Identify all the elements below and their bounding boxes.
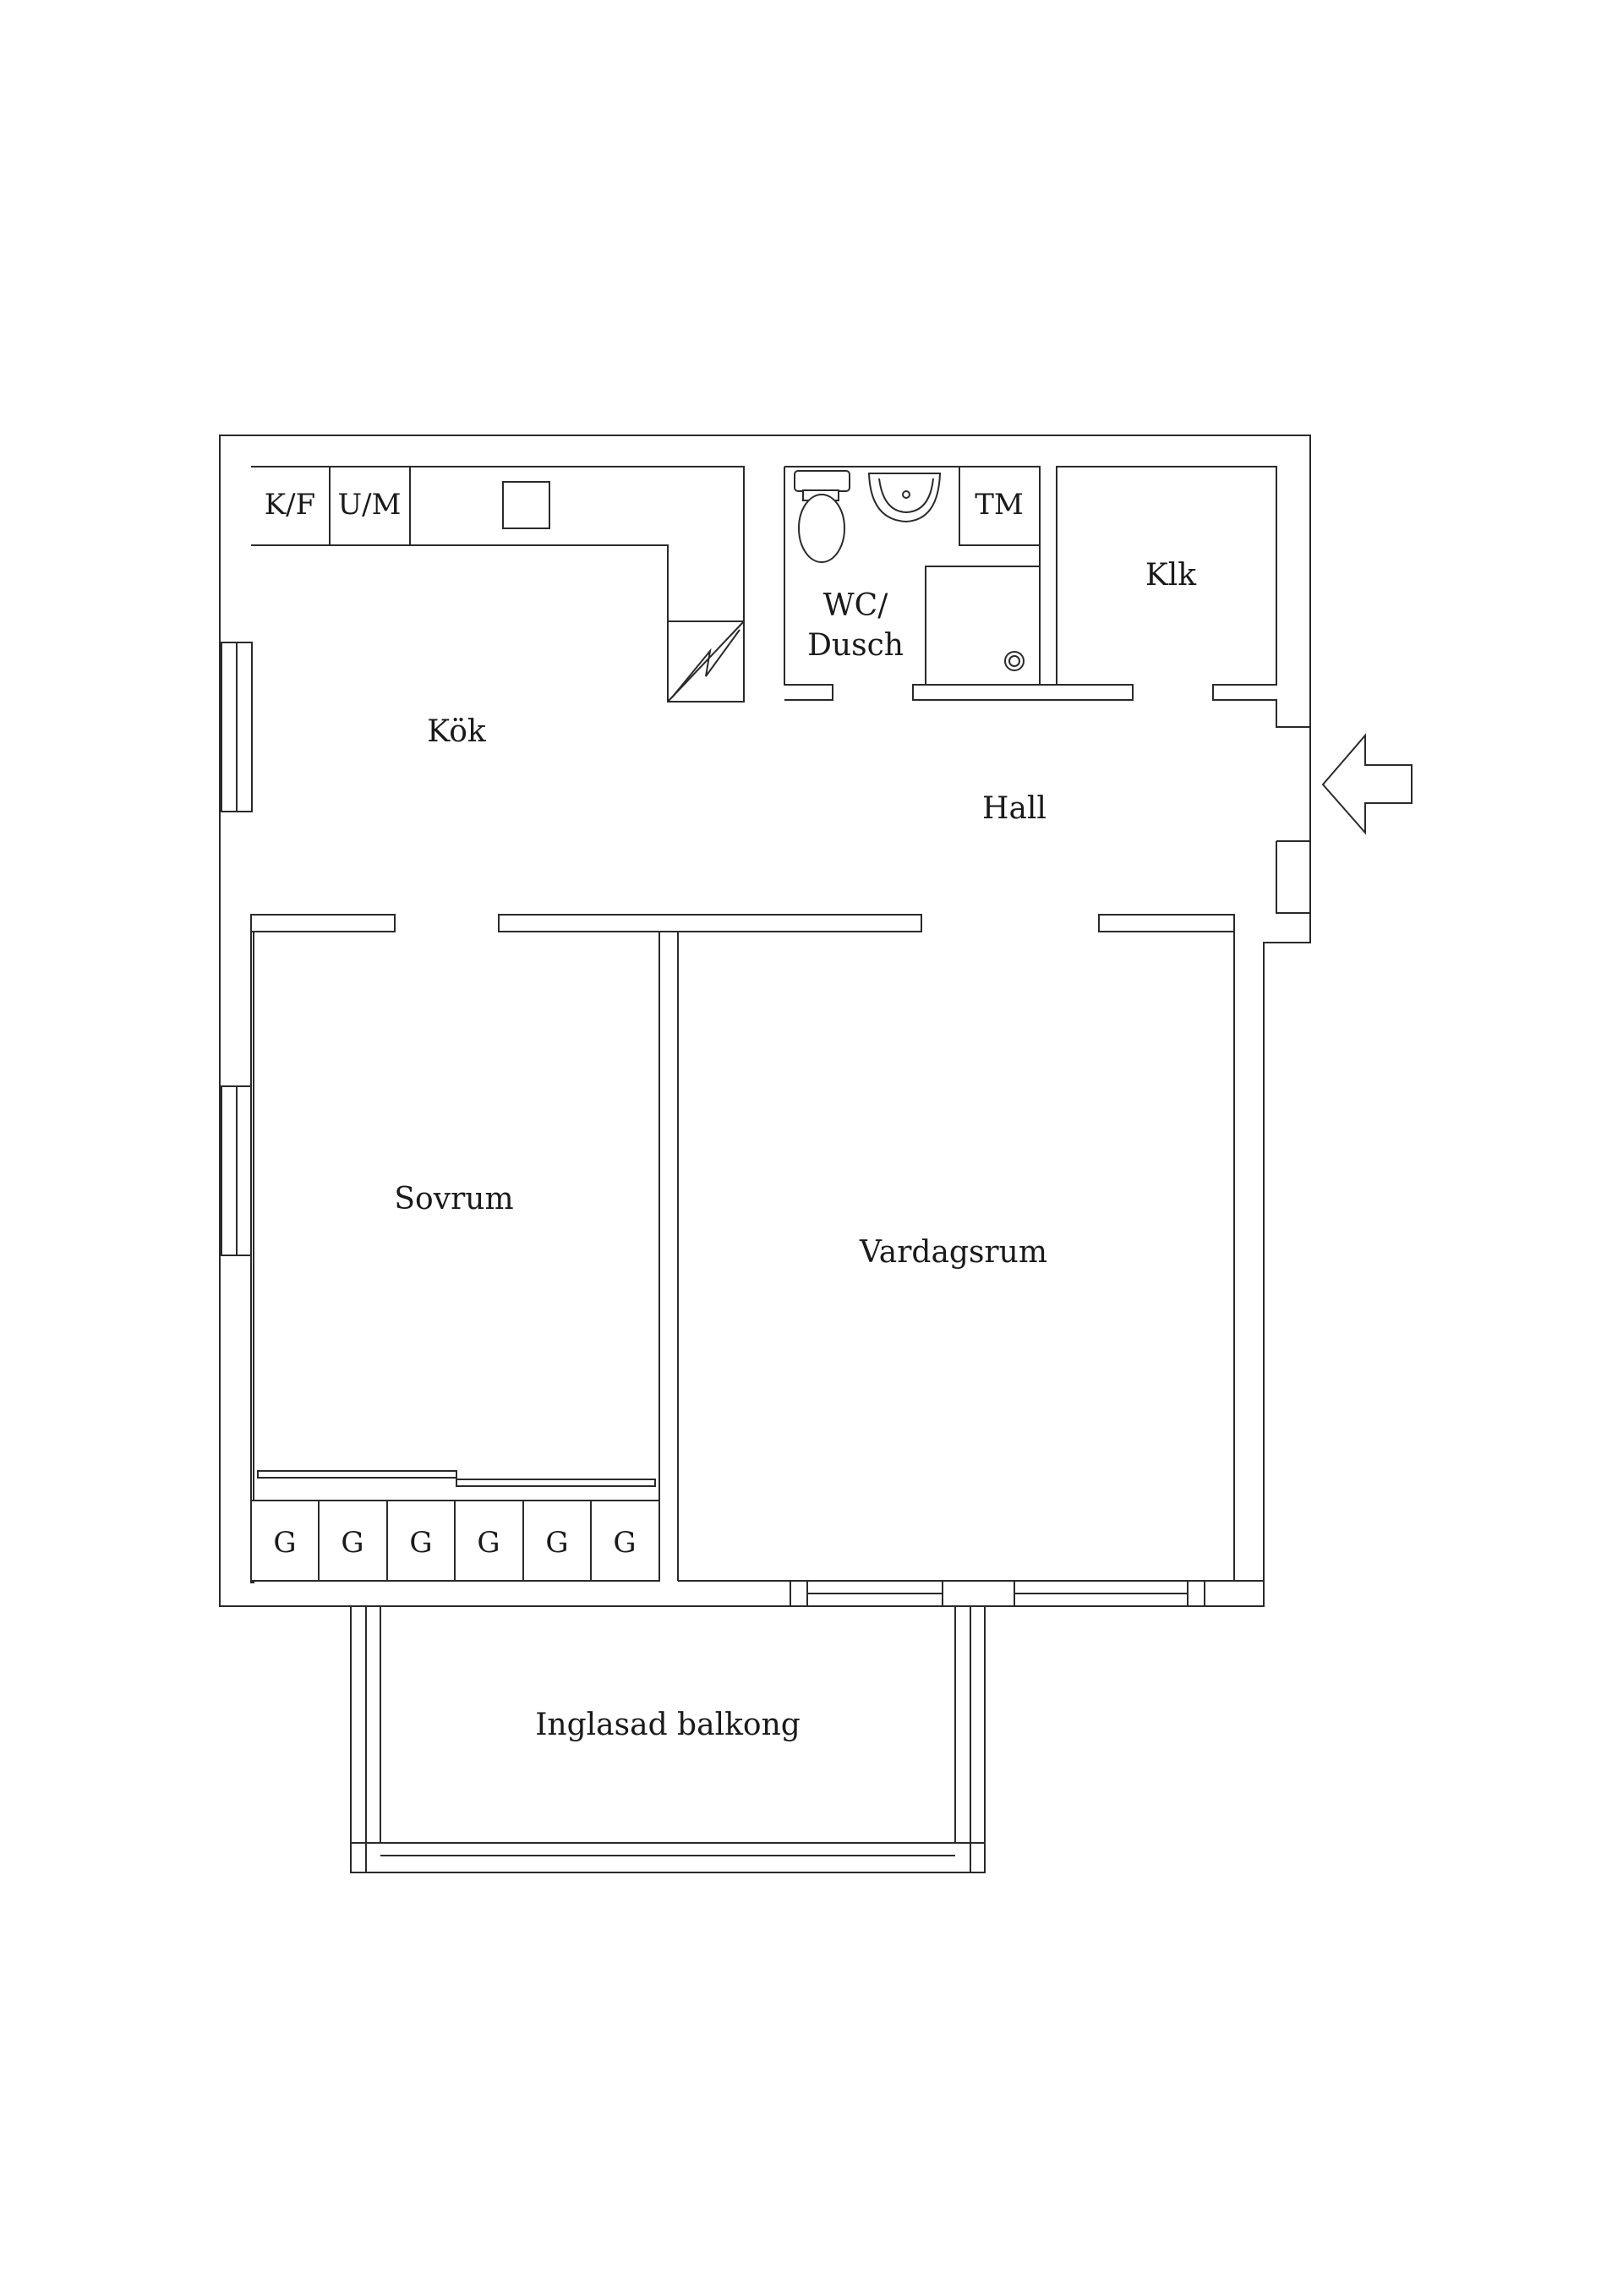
dryer-box	[959, 466, 1041, 546]
shower	[925, 566, 1041, 686]
entrance-recess	[1276, 726, 1310, 914]
fridge-freezer-label: K/F	[265, 488, 315, 522]
wall-kitchen-bedroom-right	[498, 914, 922, 932]
balcony	[350, 1606, 986, 1873]
wardrobe-doors	[257, 1470, 656, 1487]
outer-walls	[219, 435, 1311, 1607]
window-bedroom	[221, 1085, 253, 1256]
bathroom-walls	[784, 467, 833, 701]
wardrobe-row	[250, 1500, 660, 1582]
wardrobe-label: G	[545, 1526, 568, 1560]
balcony-door	[790, 1580, 1205, 1607]
room-label-bathroom-line2: Dusch	[807, 628, 904, 663]
stove-icon	[667, 620, 745, 702]
room-label-bathroom: WC/	[823, 588, 889, 623]
room-label-bedroom: Sovrum	[394, 1182, 513, 1216]
room-label-balcony: Inglasad balkong	[535, 1708, 801, 1742]
wardrobe-label: G	[613, 1526, 636, 1560]
wardrobe-label: G	[273, 1526, 296, 1560]
window-kitchen	[221, 642, 253, 812]
dishwasher-microwave-label: U/M	[338, 488, 402, 522]
wardrobe-label: G	[409, 1526, 432, 1560]
wall-hall-living	[1098, 914, 1235, 932]
room-label-closet: Klk	[1145, 558, 1197, 593]
entrance-arrow-icon	[1321, 733, 1413, 835]
shower-drain-icon	[1004, 651, 1025, 671]
bathroom-wall-right	[913, 466, 1310, 728]
sink-icon	[867, 473, 942, 523]
wardrobe-label: G	[341, 1526, 363, 1560]
wardrobe-label: G	[477, 1526, 500, 1560]
dryer-label: TM	[975, 488, 1024, 522]
wall-bedroom-living	[658, 931, 679, 1581]
wall-living-right	[1233, 932, 1264, 1582]
room-label-hall: Hall	[982, 791, 1046, 826]
room-label-kitchen: Kök	[427, 714, 487, 749]
toilet-icon	[794, 470, 850, 563]
wall-kitchen-bedroom-left	[250, 914, 396, 932]
room-label-living: Vardagsrum	[859, 1235, 1047, 1270]
sink-box	[502, 481, 550, 529]
